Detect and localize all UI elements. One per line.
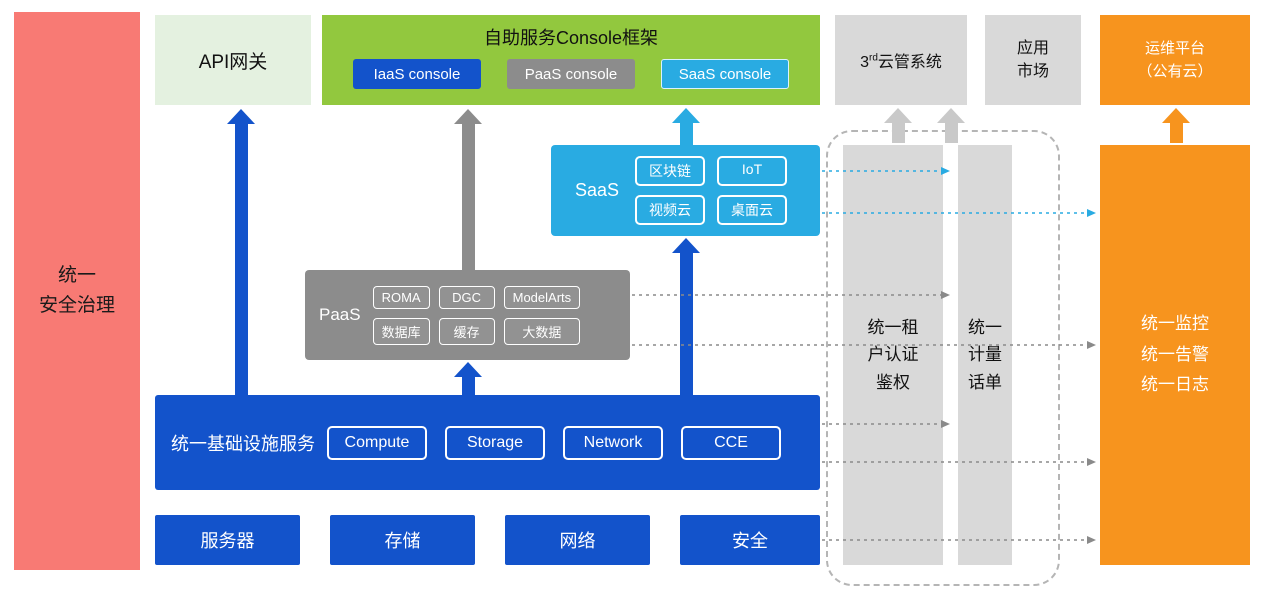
arrow-head bbox=[454, 109, 482, 124]
saas-service-desktop-cloud: 桌面云 bbox=[717, 195, 788, 225]
third-party-prefix: 3 bbox=[860, 54, 869, 71]
saas-console-chip: SaaS console bbox=[661, 59, 789, 89]
api-gateway-box: API网关 bbox=[155, 15, 311, 105]
arrow-head bbox=[1162, 108, 1190, 123]
arrow-head bbox=[227, 109, 255, 124]
console-chip-row: IaaS console PaaS console SaaS console bbox=[322, 59, 820, 89]
metering-to-third-party-arrow bbox=[937, 108, 965, 143]
arrow-head bbox=[937, 108, 965, 123]
arrow-shaft bbox=[461, 377, 475, 395]
infrastructure-chip-row: Compute Storage Network CCE bbox=[327, 425, 781, 460]
security-governance-bar: 统一 安全治理 bbox=[14, 12, 140, 570]
arrow-shaft bbox=[891, 123, 905, 143]
storage-box: 存储 bbox=[330, 515, 475, 565]
console-framework-title: 自助服务Console框架 bbox=[483, 28, 659, 48]
paas-service-modelarts: ModelArts bbox=[503, 285, 581, 309]
paas-service-database: 数据库 bbox=[372, 317, 430, 345]
paas-box: PaaS ROMA DGC ModelArts 数据库 缓存 大数据 bbox=[305, 270, 630, 360]
paas-label: PaaS bbox=[319, 305, 361, 324]
paas-monitor-arrowhead bbox=[1087, 341, 1096, 349]
iaas-console-chip: IaaS console bbox=[353, 59, 481, 89]
arrow-shaft bbox=[679, 253, 693, 395]
infra-service-cce: CCE bbox=[681, 425, 781, 460]
infra-to-saas-arrow bbox=[672, 238, 700, 395]
monitor-to-om-arrow bbox=[1162, 108, 1190, 143]
security-monitor-arrowhead bbox=[1087, 536, 1096, 544]
paas-service-dgc: DGC bbox=[438, 285, 495, 309]
monitoring-bar: 统一监控 统一告警 统一日志 bbox=[1100, 145, 1250, 565]
arrow-shaft bbox=[1169, 123, 1183, 143]
server-box: 服务器 bbox=[155, 515, 300, 565]
infra-service-storage: Storage bbox=[445, 425, 545, 460]
infra-to-api-gateway-arrow bbox=[227, 109, 255, 395]
tenant-services-container bbox=[826, 130, 1060, 586]
arrow-head bbox=[884, 108, 912, 123]
security-box: 安全 bbox=[680, 515, 820, 565]
infra-service-network: Network bbox=[563, 425, 663, 460]
infra-to-paas-arrow bbox=[454, 362, 482, 395]
saas-to-console-arrow bbox=[672, 108, 700, 145]
arrow-head bbox=[454, 362, 482, 377]
arrow-shaft bbox=[234, 124, 248, 395]
infra-service-compute: Compute bbox=[327, 425, 427, 460]
arrow-shaft bbox=[679, 123, 693, 145]
saas-service-iot: IoT bbox=[717, 156, 788, 186]
third-party-cloud-label: 3rd云管系统 bbox=[860, 48, 942, 72]
saas-box: SaaS 区块链 IoT 视频云 桌面云 bbox=[551, 145, 820, 236]
saas-label: SaaS bbox=[575, 180, 620, 200]
saas-service-blockchain: 区块链 bbox=[635, 156, 706, 186]
arrow-shaft bbox=[944, 123, 958, 143]
paas-service-cache: 缓存 bbox=[438, 317, 495, 345]
arrow-head bbox=[672, 238, 700, 253]
infra-monitor-arrowhead bbox=[1087, 458, 1096, 466]
paas-service-bigdata: 大数据 bbox=[503, 317, 581, 345]
auth-to-third-party-arrow bbox=[884, 108, 912, 143]
metering-bar: 统一 计量 话单 bbox=[958, 145, 1012, 565]
saas-monitor-arrowhead bbox=[1087, 209, 1096, 217]
arrow-shaft bbox=[461, 124, 475, 270]
console-framework-box: 自助服务Console框架 IaaS console PaaS console … bbox=[322, 15, 820, 105]
paas-service-roma: ROMA bbox=[372, 285, 430, 309]
paas-to-console-arrow bbox=[454, 109, 482, 270]
saas-service-grid: 区块链 IoT 视频云 桌面云 bbox=[635, 156, 788, 225]
network-box: 网络 bbox=[505, 515, 650, 565]
third-party-cloud-box: 3rd云管系统 bbox=[835, 15, 967, 105]
app-market-box: 应用 市场 bbox=[985, 15, 1081, 105]
om-platform-box: 运维平台 （公有云） bbox=[1100, 15, 1250, 105]
infrastructure-label: 统一基础设施服务 bbox=[171, 433, 315, 454]
paas-console-chip: PaaS console bbox=[507, 59, 635, 89]
arrow-head bbox=[672, 108, 700, 123]
tenant-auth-bar: 统一租 户认证 鉴权 bbox=[843, 145, 943, 565]
infrastructure-box: 统一基础设施服务 Compute Storage Network CCE bbox=[155, 395, 820, 490]
saas-service-video-cloud: 视频云 bbox=[635, 195, 706, 225]
third-party-rest: 云管系统 bbox=[877, 54, 942, 71]
paas-service-grid: ROMA DGC ModelArts 数据库 缓存 大数据 bbox=[372, 285, 581, 345]
third-party-sup: rd bbox=[868, 52, 878, 64]
